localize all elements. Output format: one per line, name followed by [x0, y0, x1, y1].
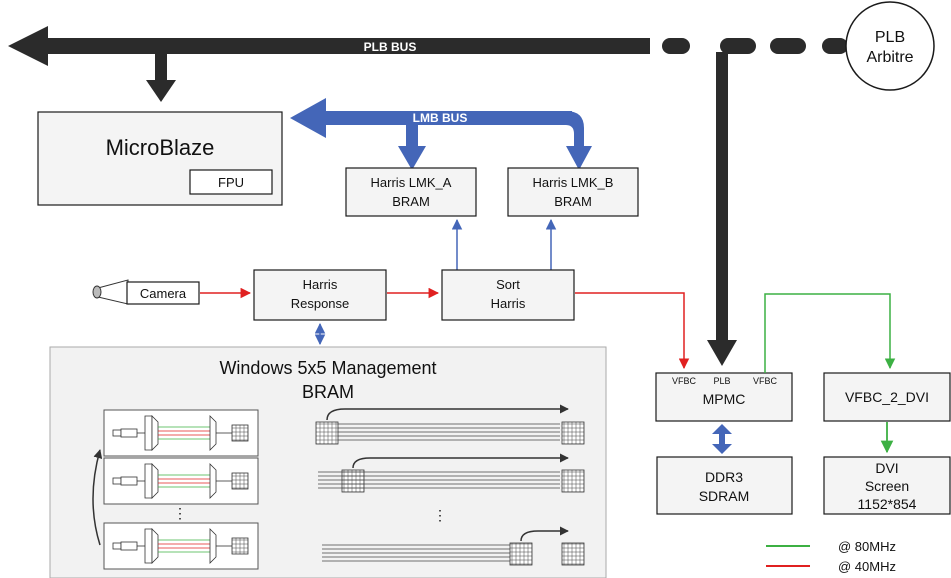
dvi-screen-block: DVI Screen 1152*854	[823, 456, 951, 515]
legend-label-80mhz: @ 80MHz	[838, 539, 896, 554]
lmk-b-label-1: Harris LMK_B	[533, 175, 614, 190]
mpmc-label: MPMC	[703, 391, 746, 407]
harris-response-label-1: Harris	[303, 277, 338, 292]
plb-bus: PLB BUS	[8, 26, 848, 366]
plb-arbiter: PLB Arbitre	[845, 1, 935, 91]
pipeline-stack: ⋮	[92, 409, 259, 570]
microblaze-block: MicroBlaze FPU	[37, 111, 283, 206]
lmk-a-label-2: BRAM	[392, 194, 430, 209]
legend-label-40mhz: @ 40MHz	[838, 559, 896, 574]
mpmc-ddr3-link	[712, 424, 732, 454]
pipeline-feedback-arrow	[92, 449, 103, 546]
pipeline-ellipsis: ⋮	[173, 505, 187, 521]
sort-harris-block: Sort Harris	[441, 269, 575, 321]
lmk-b-block: Harris LMK_B BRAM	[507, 167, 639, 217]
sort-harris-label-2: Harris	[491, 296, 526, 311]
dvi-label-1: DVI	[875, 460, 898, 476]
camera-label: Camera	[140, 286, 187, 301]
ddr3-label-2: SDRAM	[699, 488, 750, 504]
windows-label-1: Windows 5x5 Management	[219, 358, 436, 378]
mpmc-port-plb: PLB	[713, 376, 730, 386]
windows-management-block: Windows 5x5 Management BRAM	[49, 346, 607, 578]
arbiter-label-1: PLB	[875, 29, 905, 46]
ddr3-label-1: DDR3	[705, 469, 743, 485]
lmk-a-block: Harris LMK_A BRAM	[345, 167, 477, 217]
lmb-bus-label: LMB BUS	[413, 111, 468, 125]
plb-bus-label: PLB BUS	[364, 40, 417, 54]
ddr3-block: DDR3 SDRAM	[656, 456, 793, 515]
sort-harris-label-1: Sort	[496, 277, 520, 292]
mpmc-port-vfbc-left: VFBC	[672, 376, 697, 386]
windows-label-2: BRAM	[302, 382, 354, 402]
legend: @ 80MHz @ 40MHz	[766, 539, 896, 574]
data-path-80mhz	[764, 293, 896, 373]
vfbc-dvi-block: VFBC_2_DVI	[823, 372, 951, 422]
lmk-b-label-2: BRAM	[554, 194, 592, 209]
mpmc-block: VFBC PLB VFBC MPMC	[655, 372, 793, 422]
vfbc-dvi-label: VFBC_2_DVI	[845, 389, 929, 405]
dvi-label-2: Screen	[865, 478, 909, 494]
fpu-box	[189, 169, 273, 195]
lmk-a-label-1: Harris LMK_A	[371, 175, 452, 190]
mpmc-port-vfbc-right: VFBC	[753, 376, 778, 386]
harris-response-label-2: Response	[291, 296, 350, 311]
dvi-label-3: 1152*854	[858, 496, 917, 512]
lmb-bus: LMB BUS	[290, 98, 592, 170]
fpu-label: FPU	[218, 175, 244, 190]
harris-response-block: Harris Response	[253, 269, 387, 321]
camera-icon	[97, 279, 129, 305]
camera-block: Camera	[92, 279, 200, 305]
data-path-40mhz	[200, 287, 690, 370]
register-ellipsis: ⋮	[433, 507, 447, 523]
sort-to-lmk-links	[451, 218, 557, 270]
microblaze-label: MicroBlaze	[106, 135, 215, 160]
arbiter-label-2: Arbitre	[866, 49, 913, 66]
shift-register-rows: ⋮	[315, 404, 585, 566]
